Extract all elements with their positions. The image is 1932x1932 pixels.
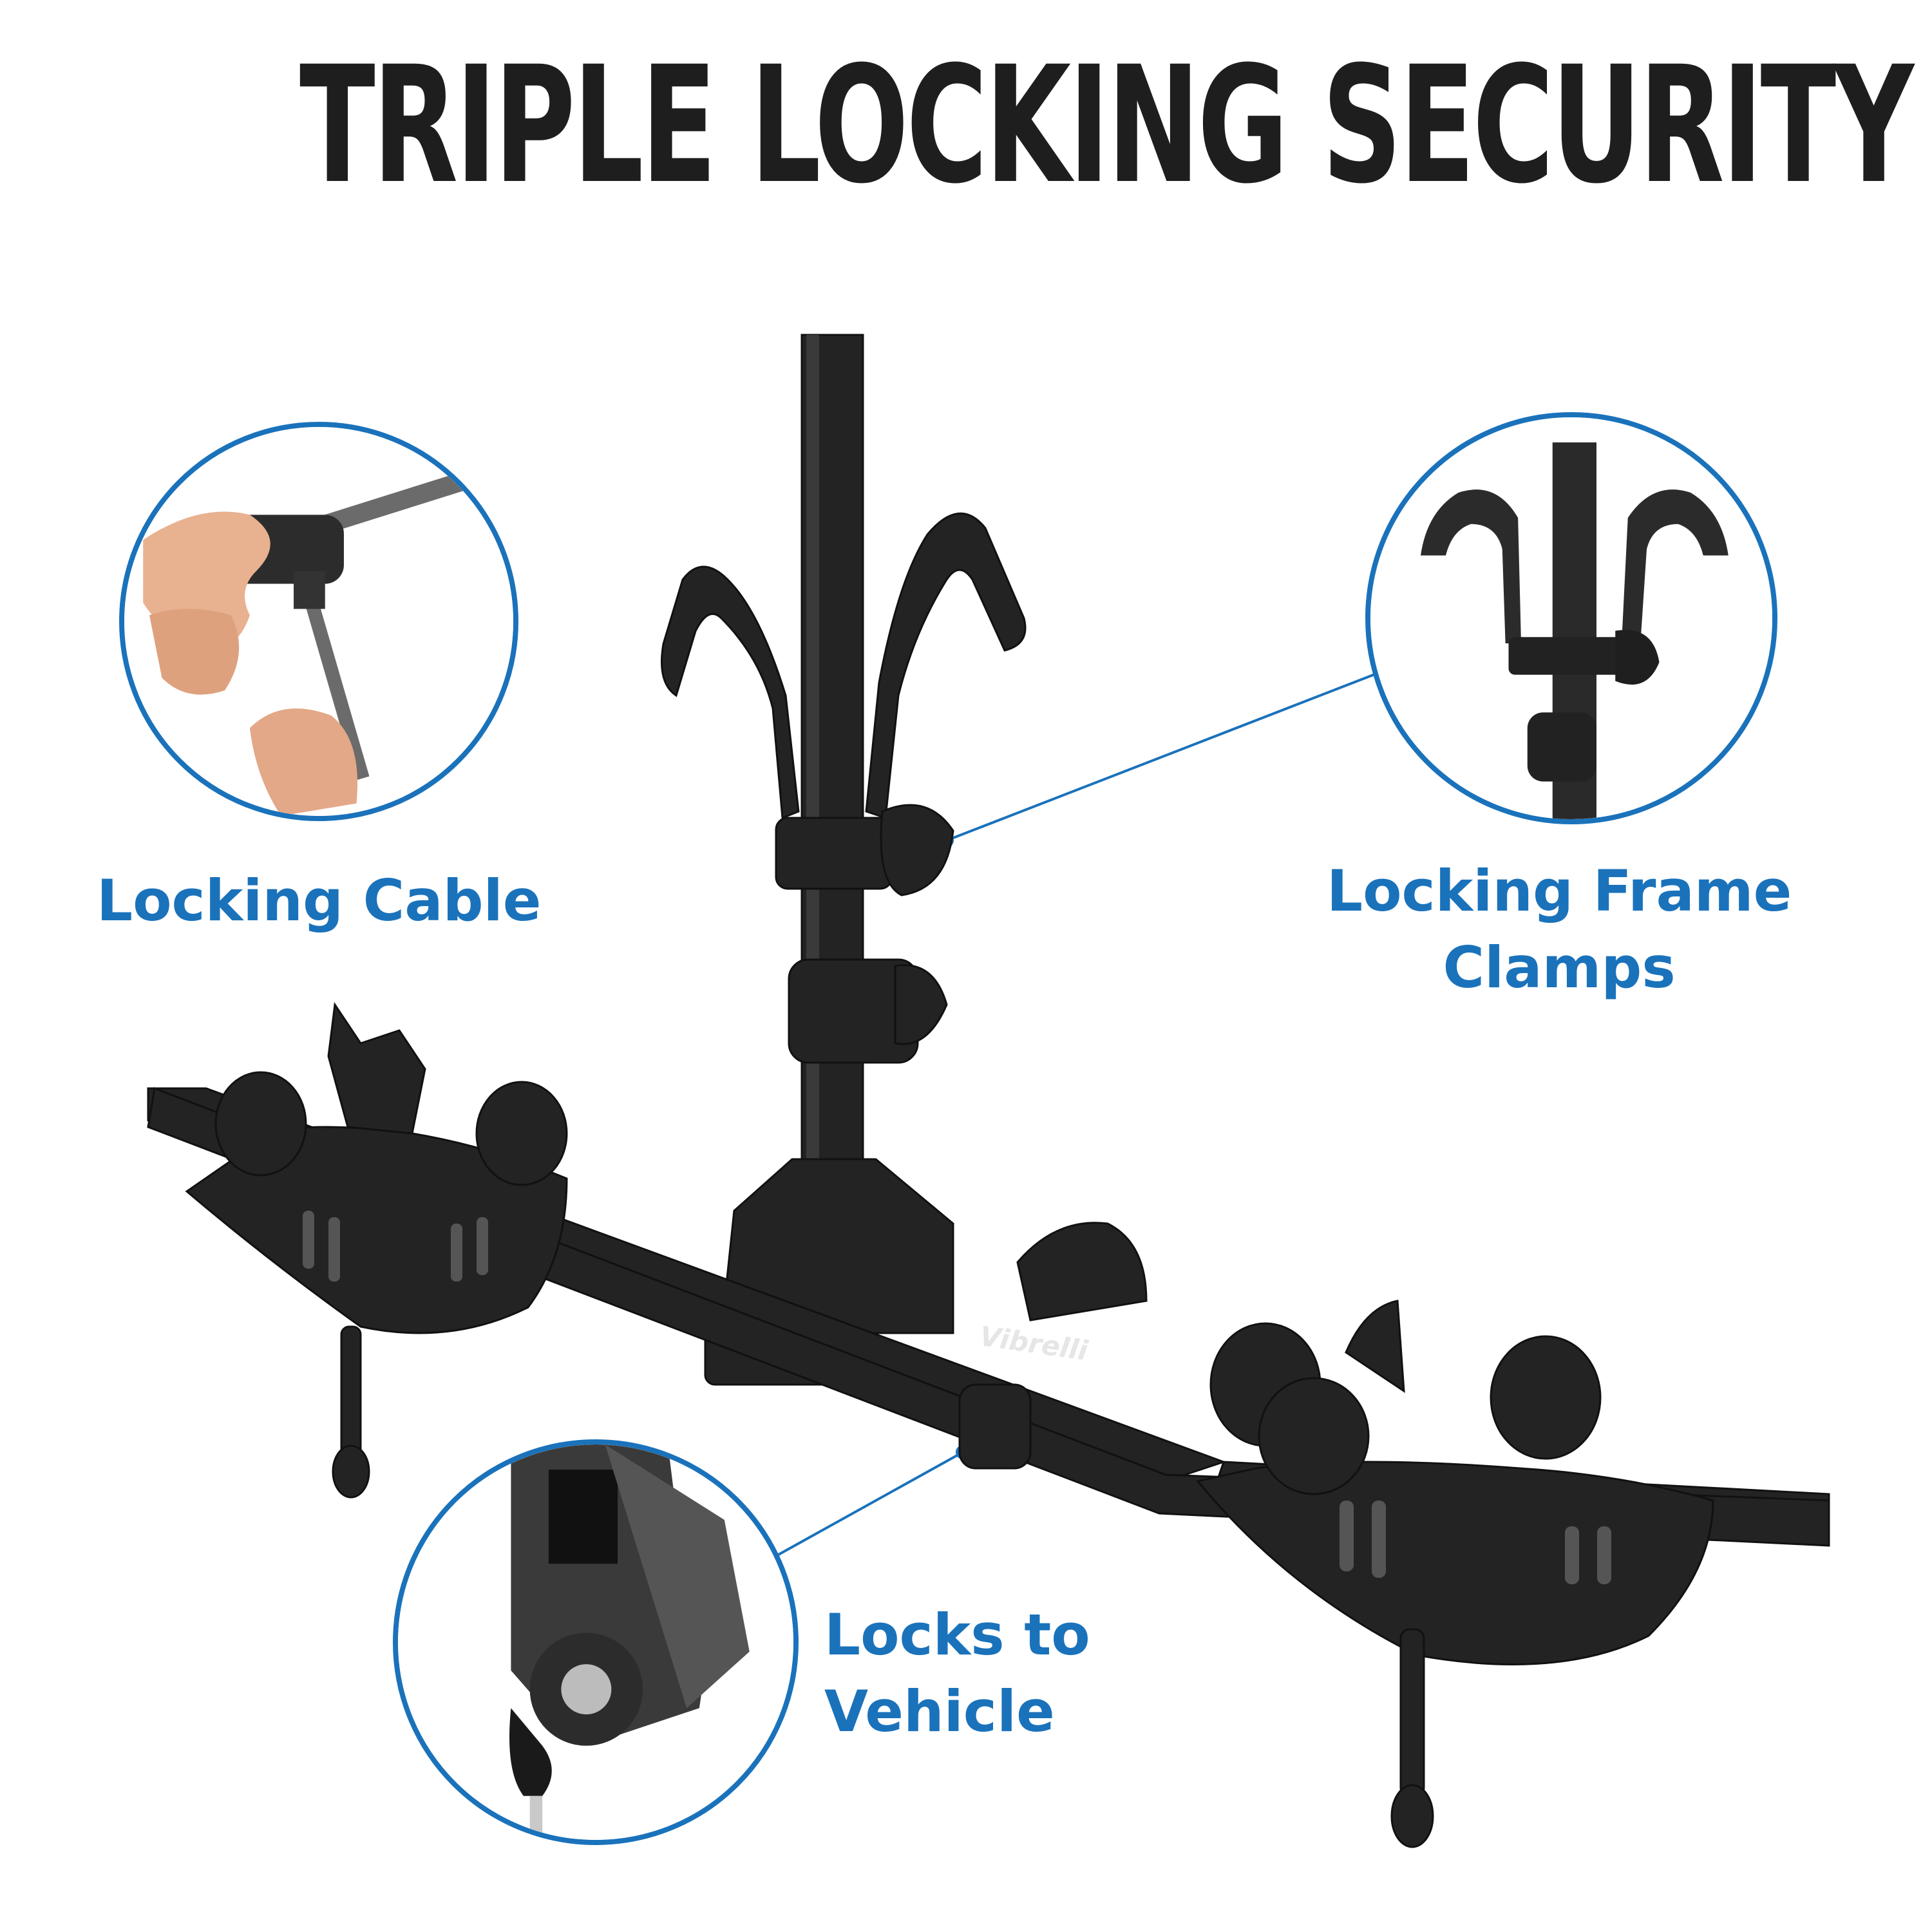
frame-clamps-label: Locking Frame Clamps — [1327, 853, 1792, 1007]
frame-clamp-connector — [946, 672, 1379, 842]
cable-label: Locking Cable — [97, 867, 542, 934]
frame-clamps-label-line1: Locking Frame — [1327, 858, 1792, 924]
vehicle-label: Locks to Vehicle — [824, 1597, 1090, 1750]
hitch-lock-photo — [393, 1439, 799, 1845]
vehicle-label-line1: Locks to — [824, 1602, 1090, 1668]
vehicle-connector — [759, 1451, 963, 1566]
frame-clamps-label-line2: Clamps — [1443, 934, 1676, 1001]
cable-lock-photo — [119, 422, 518, 821]
frame-clamp-photo — [1365, 412, 1777, 824]
vehicle-label-line2: Vehicle — [824, 1678, 1055, 1745]
